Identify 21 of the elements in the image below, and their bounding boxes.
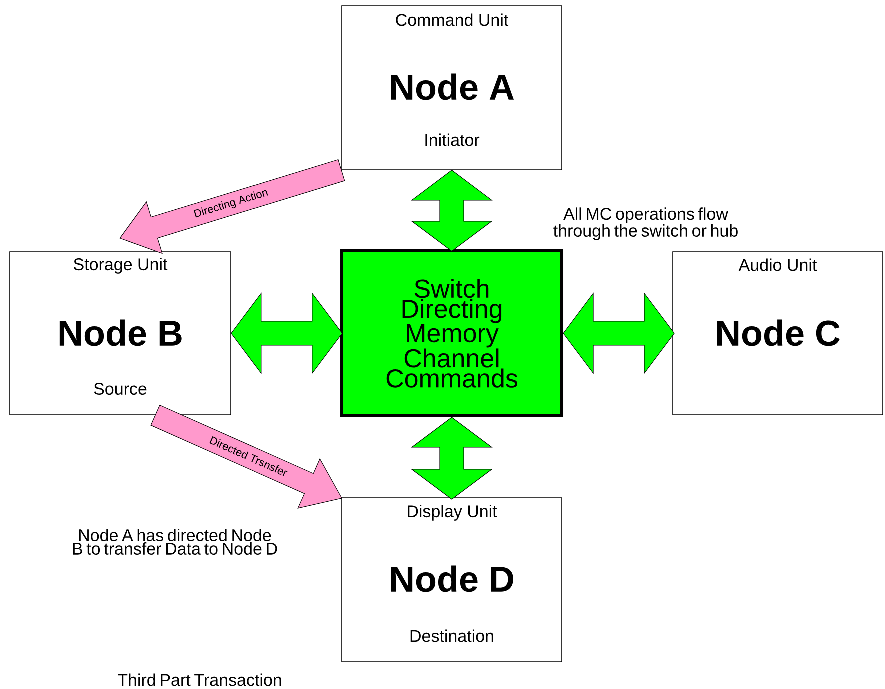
node-title: Node A xyxy=(391,74,514,100)
node-title: Node C xyxy=(717,320,840,346)
role-label: Source xyxy=(94,382,147,396)
block-arrow xyxy=(231,292,343,374)
switch-box: Switch Directing Memory Channel Commands xyxy=(340,250,564,418)
block-arrow xyxy=(563,292,675,374)
role-label: Destination xyxy=(410,630,494,642)
note-text: All MC operations flow through the switch or hub xyxy=(554,208,738,240)
edge-label: Directing Action xyxy=(194,190,268,218)
caption-text: Third Part Transaction xyxy=(118,674,282,686)
unit-label: Audio Unit xyxy=(738,258,818,272)
block-arrow xyxy=(411,417,493,500)
unit-label: Display Unit xyxy=(408,505,498,521)
block-arrow xyxy=(120,160,346,254)
block-arrow xyxy=(411,170,493,252)
node-title: Node D xyxy=(391,566,514,592)
role-label: Initiator xyxy=(426,134,480,146)
node-title: Node B xyxy=(60,320,182,346)
unit-label: Command Unit xyxy=(396,14,509,26)
note-text: Node A has directed Node B to transfer Data to Node D xyxy=(73,529,278,555)
unit-label: Storage Unit xyxy=(74,258,168,274)
